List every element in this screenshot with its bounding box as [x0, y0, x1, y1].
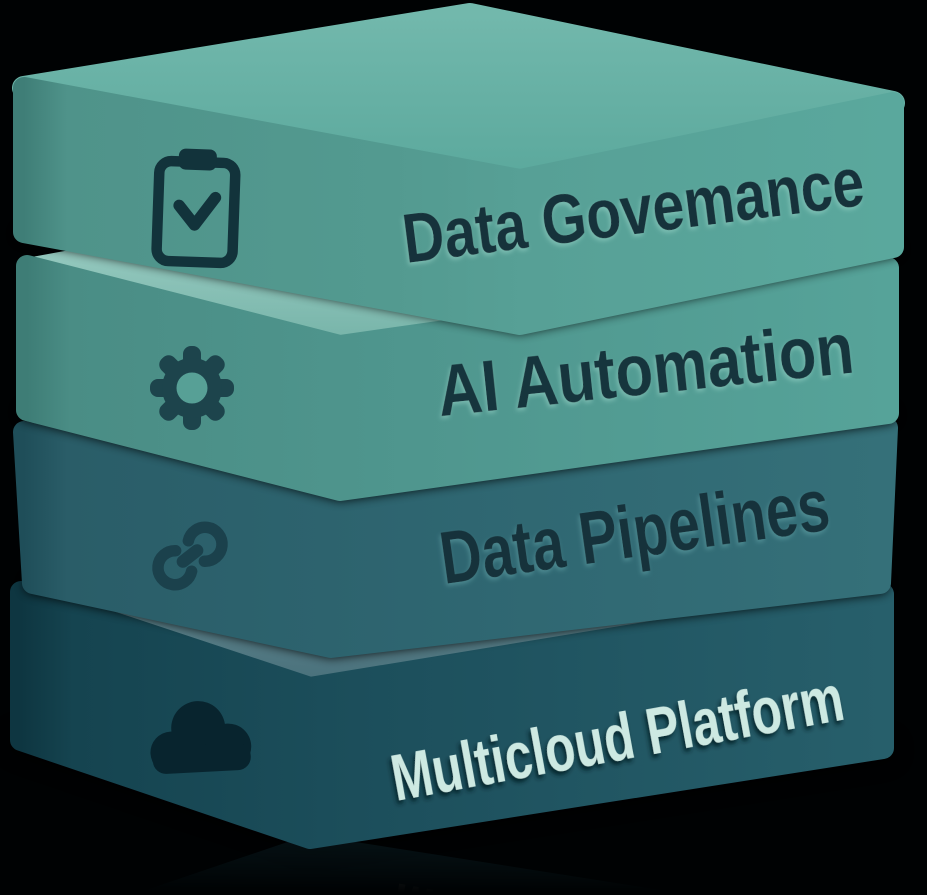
- layer3-front-face: [13, 417, 898, 658]
- gear-icon: [150, 346, 234, 430]
- layer1-front-face: [13, 77, 904, 335]
- link-icon: [152, 521, 228, 591]
- clipboard-check-icon: [151, 148, 241, 269]
- reflection-front-face: [131, 835, 693, 895]
- layer-data-governance: Data Govemance: [12, 3, 905, 335]
- cloud-icon: [150, 701, 252, 774]
- layer2-front-face: [16, 255, 899, 501]
- layer4-front-face: [10, 581, 894, 849]
